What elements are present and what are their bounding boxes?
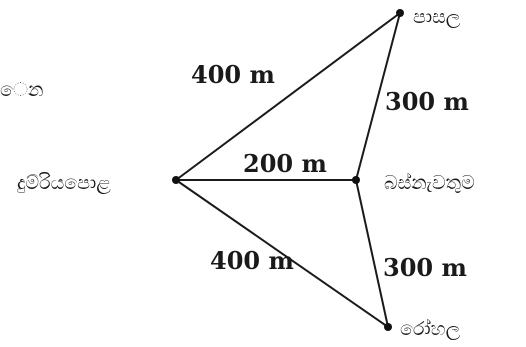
node-station [172,176,180,184]
node-junction [352,176,360,184]
edge-station-school [175,12,401,181]
distance-station-hospital: 400 m [210,246,294,275]
distance-junction-hospital: 300 m [383,253,467,282]
node-school [396,9,404,17]
distance-station-school: 400 m [191,60,275,89]
label-left-fragment: ෙන [0,79,43,101]
edge-junction-hospital [355,179,389,328]
node-hospital [384,323,392,331]
edge-school-junction [355,12,401,181]
label-junction: බස්නැවතුම [384,172,475,194]
label-station: දුම්රියපොළ [16,172,111,194]
label-school: පාසල [413,6,461,28]
distance-school-junction: 300 m [385,87,469,116]
distance-station-junction: 200 m [243,149,327,178]
edge-station-hospital [175,179,389,328]
label-hospital: රෝහල [400,318,461,340]
